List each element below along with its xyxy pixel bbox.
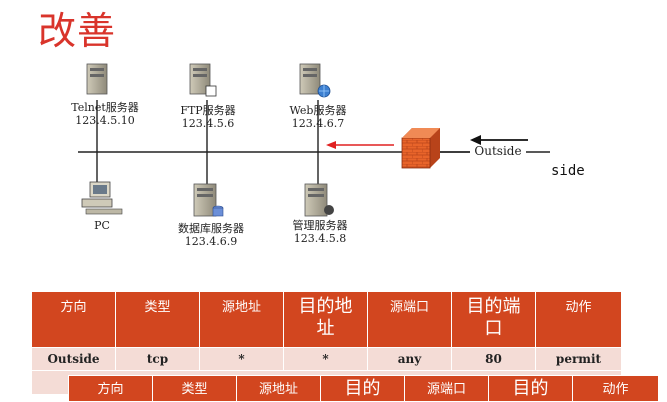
server-icon	[189, 63, 217, 97]
cell-source-address: *	[199, 347, 284, 371]
pc-icon	[81, 181, 123, 215]
page-title: 改善	[38, 9, 117, 53]
header-source-port: 源端口	[367, 291, 452, 348]
pc-label: PC	[94, 219, 110, 232]
header-destination-address: 目的地址	[283, 291, 368, 348]
server-icon	[299, 63, 331, 98]
firewall-icon	[401, 128, 440, 169]
header-destination: 目的	[488, 375, 573, 402]
header-source-address: 源地址	[199, 291, 284, 348]
header-source-port: 源端口	[404, 375, 489, 402]
server-icon	[86, 63, 108, 95]
firewall-rule-table-overlay: 方向 类型 源地址 目的 源端口 目的 动作	[68, 375, 659, 402]
cell-action: permit	[535, 347, 622, 371]
cell-source-port: any	[367, 347, 452, 371]
header-destination-port: 目的端口	[451, 291, 536, 348]
header-type: 类型	[115, 291, 200, 348]
header-direction: 方向	[68, 375, 153, 402]
header-action: 动作	[572, 375, 659, 402]
network-diagram	[78, 63, 550, 217]
outside-label: Outside	[470, 145, 526, 158]
cell-direction: Outside	[31, 347, 116, 371]
header-action: 动作	[535, 291, 622, 348]
table-header-row: 方向 类型 源地址 目的 源端口 目的 动作	[68, 375, 659, 402]
header-type: 类型	[152, 375, 237, 402]
cell-destination-address: *	[283, 347, 368, 371]
table-row: Outside tcp * * any 80 permit	[31, 347, 622, 371]
firewall-rule-table: 方向 类型 源地址 目的地址 源端口 目的端口 动作 Outside tcp *…	[31, 291, 622, 395]
header-direction: 方向	[31, 291, 116, 348]
cell-type: tcp	[115, 347, 200, 371]
header-destination: 目的	[320, 375, 405, 402]
database-server-icon	[193, 183, 224, 217]
table-header-row: 方向 类型 源地址 目的地址 源端口 目的端口 动作	[31, 291, 622, 348]
management-server-icon	[304, 183, 334, 217]
side-label: side	[551, 163, 585, 179]
header-source-address: 源地址	[236, 375, 321, 402]
cell-destination-port: 80	[451, 347, 536, 371]
